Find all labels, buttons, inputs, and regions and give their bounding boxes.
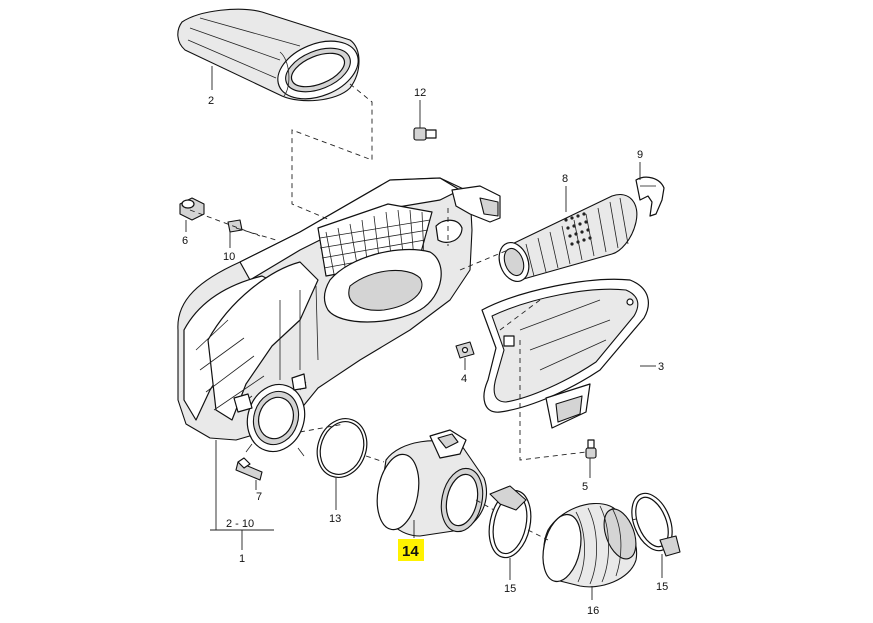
part-9-clip (635, 176, 665, 217)
part-10-pin (227, 219, 243, 233)
part-5-screw (585, 439, 597, 459)
callout-16: 16 (587, 605, 599, 617)
part-15-hose-clamp-b (631, 492, 681, 557)
highlight-box (398, 539, 424, 561)
leader-lines (185, 66, 663, 600)
part-15-hose-clamp-a (488, 485, 532, 559)
part-1-airbox-housing (177, 177, 501, 457)
assembly-dashed-lines (189, 83, 641, 541)
callout-8: 8 (562, 173, 568, 185)
part-2-intake-duct (177, 8, 360, 102)
callout-3: 3 (658, 361, 664, 373)
part-4-clip-nut (455, 341, 475, 359)
callout-9: 9 (637, 149, 643, 161)
part-14-maf-sensor (376, 429, 488, 537)
callout-6: 6 (182, 235, 188, 247)
part-13-o-ring (316, 418, 368, 478)
part-7-bracket (235, 457, 263, 481)
part-12-bolt (413, 127, 437, 141)
callout-14: 14 (402, 543, 419, 560)
callout-4: 4 (461, 373, 467, 385)
callout-15-a: 15 (504, 583, 516, 595)
callout-12: 12 (414, 87, 426, 99)
callout-labels: 2 12 8 9 6 10 3 4 5 7 2 - 10 1 13 15 16 … (182, 87, 668, 617)
part-16-intake-boot (542, 502, 638, 588)
callout-15-b: 15 (656, 581, 668, 593)
part-6-grommet (179, 197, 205, 221)
part-3-filter-cover (481, 278, 649, 429)
callout-13: 13 (329, 513, 341, 525)
callout-2-10: 2 - 10 (226, 518, 254, 530)
callout-14-highlight: 14 (398, 539, 424, 561)
part-8-filter-cartridge (498, 194, 638, 282)
callout-1: 1 (239, 553, 245, 565)
callout-5: 5 (582, 481, 588, 493)
callout-2: 2 (208, 95, 214, 107)
callout-10: 10 (223, 251, 235, 263)
callout-7: 7 (256, 491, 262, 503)
